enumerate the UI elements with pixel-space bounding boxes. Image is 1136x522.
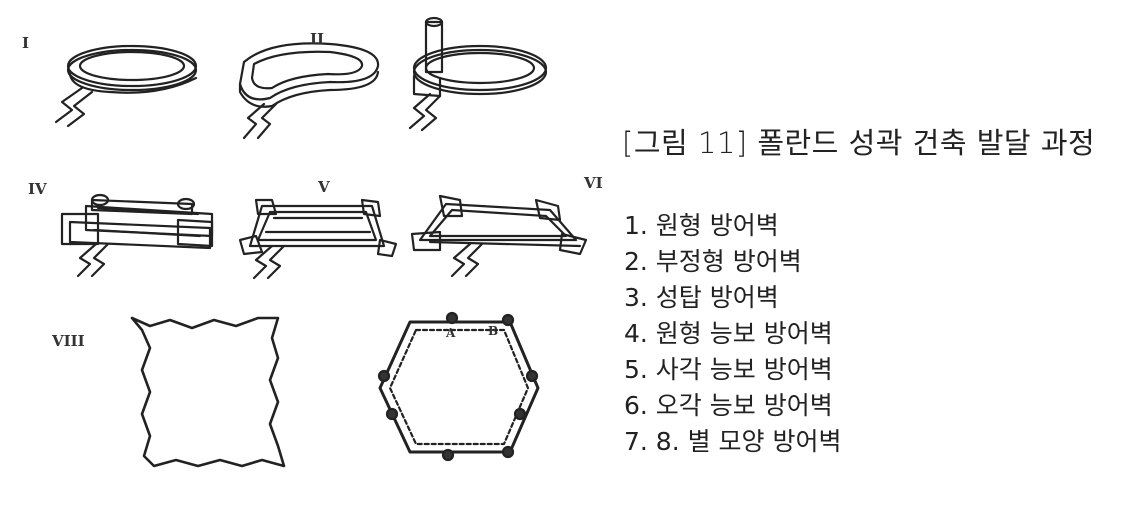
legend-item: 2. 부정형 방어벽 <box>624 247 802 276</box>
legend-list: 1. 원형 방어벽 2. 부정형 방어벽 3. 성탑 방어벽 4. 원형 능보 … <box>624 208 842 460</box>
hex-mark-a: A <box>446 326 456 340</box>
figure-caption: [그림 11] 폴란드 성곽 건축 발달 과정 <box>622 126 1096 160</box>
diagram-star-wall <box>130 316 286 468</box>
fortification-diagrams <box>54 16 588 468</box>
diagram-round-bastion-wall <box>60 193 214 278</box>
legend-item: 4. 원형 능보 방어벽 <box>624 319 833 348</box>
legend-item: 7. 8. 별 모양 방어벽 <box>624 427 842 456</box>
diagram-pentagonal-bastion-wall <box>410 194 588 278</box>
label-v: V <box>318 178 330 196</box>
legend-item: 5. 사각 능보 방어벽 <box>624 355 833 384</box>
label-viii: VIII <box>52 332 85 350</box>
diagram-circular-wall <box>54 44 198 128</box>
legend-item: 1. 원형 방어벽 <box>624 211 779 240</box>
label-ii: II <box>310 30 325 48</box>
diagram-square-bastion-wall <box>238 198 398 280</box>
label-i: I <box>22 34 30 52</box>
diagram-hexagonal-star-wall <box>377 311 540 462</box>
legend-item: 6. 오각 능보 방어벽 <box>624 391 833 420</box>
hex-mark-b: B <box>488 324 499 338</box>
label-vi: VI <box>584 174 603 192</box>
diagram-irregular-wall <box>238 42 380 140</box>
diagram-tower-wall <box>408 16 548 132</box>
legend-item: 3. 성탑 방어벽 <box>624 283 779 312</box>
label-iv: IV <box>28 180 47 198</box>
